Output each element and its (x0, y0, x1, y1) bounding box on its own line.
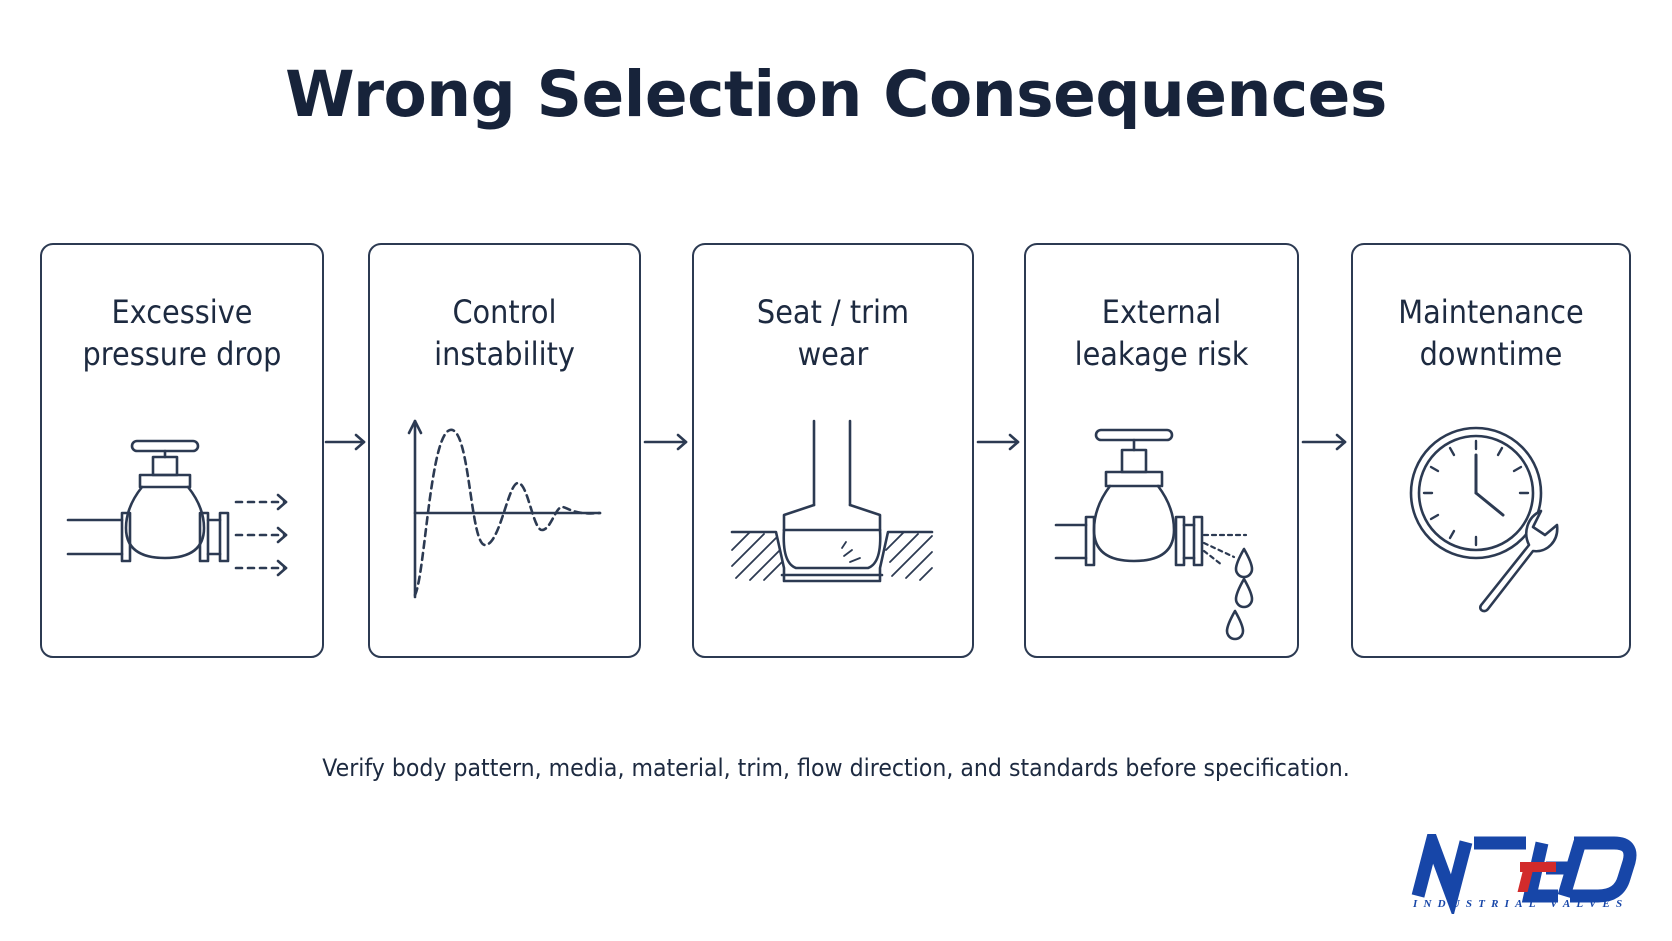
step-card-control-instability: Control instability (368, 243, 641, 658)
clock-wrench-icon (1409, 426, 1559, 613)
arrow-2-icon (643, 433, 688, 451)
step-label-external-leakage: External leakage risk (1074, 293, 1249, 373)
arrow-4-icon (1301, 433, 1347, 451)
arrow-3-icon (976, 433, 1020, 451)
worn-seat-icon (730, 419, 934, 583)
ntgd-logo (1411, 834, 1637, 914)
page-title: Wrong Selection Consequences (285, 58, 1387, 131)
logo-tagline: INDUSTRIAL VALVES (1413, 898, 1629, 910)
oscillation-graph-icon (407, 419, 602, 599)
step-label-control-instability: Control instability (434, 293, 575, 373)
step-label-pressure-drop: Excessive pressure drop (82, 293, 282, 373)
step-card-seat-trim-wear: Seat / trim wear (692, 243, 974, 658)
step-label-seat-trim-wear: Seat / trim wear (756, 293, 910, 373)
step-label-maintenance-downtime: Maintenance downtime (1398, 293, 1584, 373)
step-card-external-leakage: External leakage risk (1024, 243, 1299, 658)
step-card-pressure-drop: Excessive pressure drop (40, 243, 324, 658)
valve-pressure-drop-icon (66, 439, 288, 577)
footnote: Verify body pattern, media, material, tr… (322, 754, 1350, 782)
arrow-1-icon (324, 433, 366, 451)
leaking-valve-icon (1054, 428, 1254, 641)
step-card-maintenance-downtime: Maintenance downtime (1351, 243, 1631, 658)
